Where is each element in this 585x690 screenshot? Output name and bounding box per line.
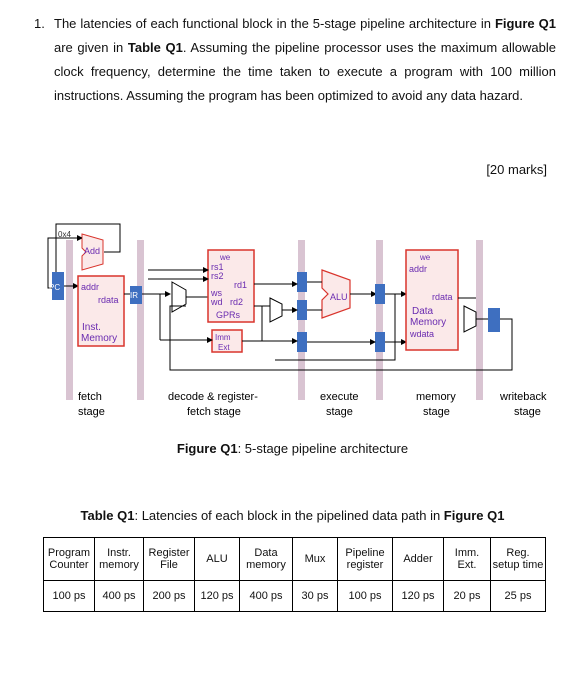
value-cell: 25 ps — [490, 580, 546, 612]
value-cell: 400 ps — [94, 580, 144, 612]
svg-text:rs2: rs2 — [211, 271, 224, 281]
header-cell: ALU — [194, 537, 240, 581]
marks-label: [20 marks] — [486, 162, 547, 177]
value-cell: 400 ps — [239, 580, 293, 612]
question-number: 1. — [34, 16, 45, 31]
data-memory-label: Data — [412, 306, 434, 317]
svg-text:Memory: Memory — [410, 317, 446, 328]
const-4-label: 0x4 — [58, 230, 71, 239]
header-cell: Instr.memory — [94, 537, 144, 581]
alu-label: ALU — [330, 292, 348, 302]
pipeline-diagram: Add 0x4 PC addr rdata Inst. Memory IR we… — [47, 223, 547, 418]
stage-label-writeback: writeback — [499, 391, 547, 403]
ex-pipeline-register-c — [297, 332, 307, 352]
mem-pipeline-register-b — [375, 332, 385, 352]
stage-label-memory: memory — [416, 391, 456, 403]
header-cell: Adder — [392, 537, 444, 581]
value-cell: 100 ps — [337, 580, 393, 612]
value-cell: 200 ps — [143, 580, 195, 612]
figure-caption: Figure Q1: 5-stage pipeline architecture — [176, 441, 409, 456]
value-cell: 120 ps — [194, 580, 240, 612]
value-cell: 30 ps — [292, 580, 338, 612]
ex-mux — [269, 297, 283, 323]
wb-mux — [463, 305, 477, 333]
adder-block — [81, 233, 104, 271]
table-caption: Table Q1: Latencies of each block in the… — [80, 508, 505, 523]
svg-text:rdata: rdata — [98, 295, 119, 305]
wb-pipeline-register — [488, 308, 500, 332]
header-cell: Imm.Ext. — [443, 537, 491, 581]
svg-text:we: we — [419, 253, 431, 262]
header-cell: Reg.setup time — [490, 537, 546, 581]
value-cell: 120 ps — [392, 580, 444, 612]
svg-text:stage: stage — [326, 406, 353, 418]
alu-block — [321, 269, 351, 319]
ir-register — [130, 286, 142, 304]
svg-text:rdata: rdata — [432, 292, 453, 302]
svg-text:stage: stage — [423, 406, 450, 418]
register-file-label: GPRs — [216, 310, 241, 320]
table-reference: Table Q1 — [127, 40, 183, 55]
stage-label-decode: decode & register- — [168, 391, 258, 403]
value-cell: 100 ps — [43, 580, 95, 612]
svg-text:Memory: Memory — [81, 333, 117, 344]
stage-label-execute: execute — [320, 391, 359, 403]
stage-bar-4 — [376, 240, 383, 400]
stage-bar-1 — [66, 240, 73, 400]
stage-label-fetch: fetch — [78, 391, 102, 403]
pc-register — [52, 272, 64, 300]
decode-mux — [171, 281, 187, 313]
instruction-memory — [77, 275, 125, 347]
ir-label: IR — [130, 291, 138, 300]
svg-text:Ext: Ext — [218, 343, 230, 352]
header-cell: Mux — [292, 537, 338, 581]
value-cell: 20 ps — [443, 580, 491, 612]
svg-text:addr: addr — [409, 264, 427, 274]
question-1: 1. The latencies of each functional bloc… — [34, 12, 556, 108]
svg-text:stage: stage — [78, 406, 105, 418]
table-values-row: 100 ps 400 ps 200 ps 120 ps 400 ps 30 ps… — [43, 580, 546, 612]
svg-text:rs1: rs1 — [211, 262, 224, 272]
svg-text:ws: ws — [210, 288, 222, 298]
svg-text:Imm: Imm — [215, 333, 231, 342]
question-text: The latencies of each functional block i… — [54, 16, 556, 103]
data-memory — [405, 249, 459, 351]
mem-pipeline-register-a — [375, 284, 385, 304]
svg-text:wdata: wdata — [409, 329, 434, 339]
ex-pipeline-register-a — [297, 272, 307, 292]
stage-bar-5 — [476, 240, 483, 400]
svg-text:fetch stage: fetch stage — [187, 406, 241, 418]
svg-text:rd2: rd2 — [230, 297, 243, 307]
svg-text:rd1: rd1 — [234, 280, 247, 290]
svg-text:wd: wd — [210, 297, 223, 307]
adder-label: Add — [84, 246, 100, 256]
svg-text:stage: stage — [514, 406, 541, 418]
ex-pipeline-register-b — [297, 300, 307, 320]
stage-bar-2 — [137, 240, 144, 400]
instruction-memory-label: Inst. — [82, 322, 101, 333]
svg-text:addr: addr — [81, 282, 99, 292]
figure-reference: Figure Q1 — [494, 16, 556, 31]
register-file — [207, 249, 255, 323]
svg-text:we: we — [219, 253, 231, 262]
pc-label: PC — [49, 283, 60, 292]
